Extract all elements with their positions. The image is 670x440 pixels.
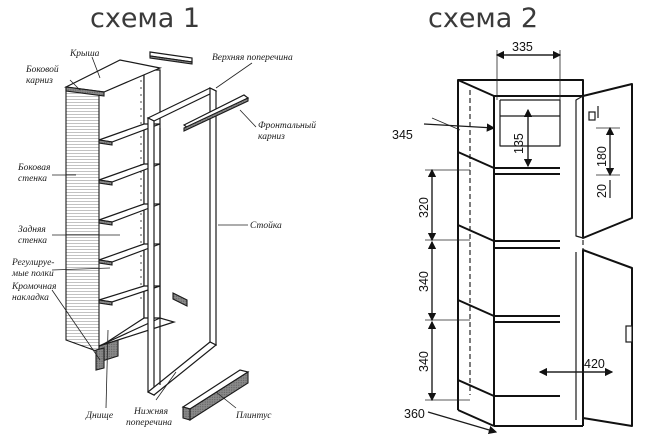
dimension-labels: 335 345 135 180 20 320 340 340 420 360 xyxy=(392,40,609,421)
label-bottom-rail-1: Нижняя xyxy=(133,407,168,417)
label-roof: Крыша xyxy=(69,49,100,59)
front-frame xyxy=(146,87,218,396)
label-back-wall-1: Задняя xyxy=(18,224,46,235)
label-side-cornice-2: карниз xyxy=(26,76,53,86)
dim-345: 345 xyxy=(392,128,413,142)
label-edge-strip-1: Кромочная xyxy=(11,282,56,292)
label-post: Стойка xyxy=(250,220,282,231)
exploded-cabinet-drawing xyxy=(63,51,250,422)
label-edge-strip-2: накладка xyxy=(12,292,49,303)
dim-335: 335 xyxy=(512,40,533,54)
dimensioned-cabinet-drawing xyxy=(457,79,633,427)
label-side-wall-2: стенка xyxy=(18,174,47,184)
edge-strip-shape xyxy=(95,347,105,371)
lower-door-handle xyxy=(625,325,633,343)
label-shelves-2: мые полки xyxy=(11,269,54,279)
left-title: схема 1 xyxy=(90,3,200,34)
label-front-cornice-1: Фронтальный xyxy=(258,120,316,131)
dim-360: 360 xyxy=(404,407,425,421)
side-wall-shape xyxy=(65,86,100,353)
dim-320: 320 xyxy=(417,197,431,218)
label-top-rail: Верхняя поперечина xyxy=(212,53,293,63)
dimension-lines xyxy=(423,50,620,434)
dim-135: 135 xyxy=(512,133,526,154)
dim-180: 180 xyxy=(595,146,609,167)
lower-door xyxy=(582,249,633,427)
label-side-cornice-1: Боковой xyxy=(25,64,59,75)
dim-340-middle: 340 xyxy=(417,271,431,292)
label-front-cornice-2: карниз xyxy=(258,132,285,142)
dim-420: 420 xyxy=(584,357,605,371)
label-bottom-rail-2: поперечина xyxy=(126,418,172,428)
leader-lines xyxy=(51,56,257,409)
part-labels: Крыша Боковой карниз Верхняя поперечина … xyxy=(11,49,316,428)
dim-340-bottom: 340 xyxy=(417,351,431,372)
side-cornice-shape xyxy=(172,292,188,307)
roof-edge-shape xyxy=(65,86,105,97)
bottom-shape xyxy=(98,317,177,347)
cabinet-shelves xyxy=(457,151,560,397)
dim-20: 20 xyxy=(595,184,609,198)
shelves xyxy=(98,123,161,306)
right-title: схема 2 xyxy=(428,3,538,34)
label-plinth: Плинтус xyxy=(235,411,272,421)
label-back-wall-2: стенка xyxy=(18,236,47,246)
label-shelves-1: Регулируе- xyxy=(11,258,54,268)
label-side-wall-1: Боковая xyxy=(17,163,50,173)
label-bottom: Днище xyxy=(85,411,113,421)
upper-door-handle xyxy=(588,111,596,121)
